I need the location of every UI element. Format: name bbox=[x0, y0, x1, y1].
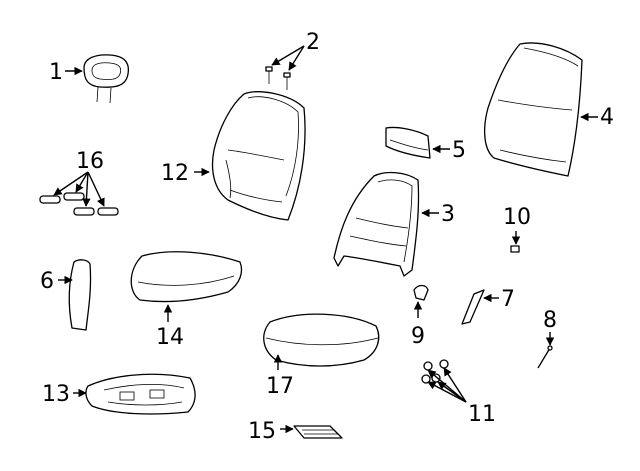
clip-part bbox=[510, 245, 520, 253]
leader-11d bbox=[437, 381, 467, 403]
bolt-parts bbox=[265, 66, 291, 90]
seat-frame-part bbox=[85, 373, 196, 415]
headrest-part bbox=[83, 54, 130, 104]
callout-11: 11 bbox=[468, 402, 496, 427]
leader-11b bbox=[443, 367, 467, 403]
callout-13: 13 bbox=[42, 382, 70, 407]
side-panel-part bbox=[68, 259, 92, 331]
callout-10: 10 bbox=[503, 205, 531, 230]
callout-8: 8 bbox=[543, 308, 557, 333]
callout-3: 3 bbox=[441, 202, 455, 227]
callout-9: 9 bbox=[411, 324, 425, 349]
leader-16a bbox=[53, 171, 89, 196]
rod-part bbox=[537, 345, 553, 369]
seat-back-part bbox=[211, 91, 306, 221]
lumbar-pad-part bbox=[385, 126, 431, 159]
leader-16b bbox=[75, 171, 89, 193]
clips-part bbox=[39, 192, 119, 216]
callout-14: 14 bbox=[156, 325, 184, 350]
callout-17: 17 bbox=[266, 374, 294, 399]
seat-cushion-cover-part bbox=[130, 251, 243, 303]
leader-11c bbox=[427, 381, 467, 403]
seat-back-frame-part bbox=[333, 171, 420, 277]
callout-6: 6 bbox=[40, 269, 54, 294]
callout-7: 7 bbox=[501, 287, 515, 312]
callout-5: 5 bbox=[452, 138, 466, 163]
handle-part bbox=[461, 289, 485, 325]
callout-4: 4 bbox=[600, 105, 614, 130]
leader-2b bbox=[288, 45, 305, 71]
leader-2a bbox=[271, 45, 305, 66]
callout-1: 1 bbox=[49, 60, 63, 85]
leader-16c bbox=[82, 171, 91, 207]
callout-15: 15 bbox=[248, 419, 276, 444]
callout-2: 2 bbox=[306, 30, 320, 55]
seat-cushion-part bbox=[263, 313, 380, 367]
callout-16: 16 bbox=[76, 149, 104, 174]
callout-12: 12 bbox=[161, 161, 189, 186]
seat-back-cover-part bbox=[483, 42, 583, 177]
bracket-part bbox=[413, 284, 429, 301]
fasteners-part bbox=[421, 359, 449, 384]
leader-16d bbox=[87, 171, 105, 207]
mat-part bbox=[293, 425, 343, 439]
